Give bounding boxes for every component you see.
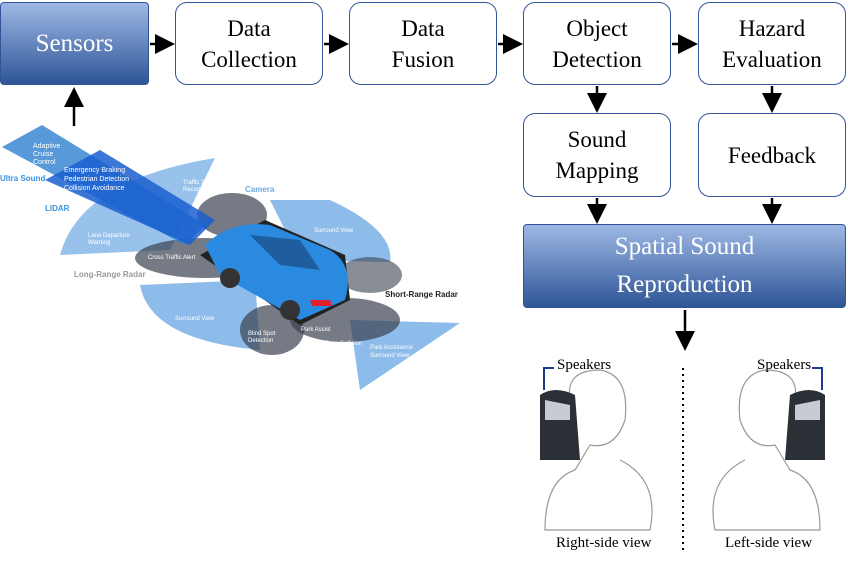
surround-view-left-label: Surround View: [175, 316, 215, 322]
ultra-sound-label: Ultra Sound: [0, 174, 46, 183]
surround-view-right-label: Surround View: [314, 228, 354, 234]
data-fusion-box: Data Fusion: [349, 2, 497, 85]
right-side-view-caption: Right-side view: [556, 535, 652, 551]
short-range-radar-label: Short-Range Radar: [385, 290, 458, 299]
traffic-sign-label: Traffic Sign Recognition: [183, 180, 215, 193]
camera-label: Camera: [245, 185, 275, 194]
spatial-sound-reproduction-box: Spatial Sound Reproduction: [523, 224, 846, 308]
blind-spot-label: Blind Spot Detection: [248, 331, 276, 344]
rear-collision-label: Rear Collision Warning: [325, 341, 363, 354]
adaptive-cruise-label: Adaptive Cruise Control: [33, 143, 61, 166]
speakers-right-label: Speakers: [557, 357, 612, 373]
long-range-radar-label: Long-Range Radar: [74, 270, 146, 279]
park-assistance-label: Park Assistance Surround View: [370, 345, 413, 359]
sensors-box: Sensors: [0, 2, 149, 85]
hazard-evaluation-box: Hazard Evaluation: [698, 2, 846, 85]
lidar-label: LIDAR: [45, 204, 70, 213]
lane-departure-label: Lane Departure Warning: [88, 233, 130, 246]
emergency-label: Emergency Braking Pedestrian Detection C…: [64, 167, 129, 192]
park-assist-label: Park Assist: [301, 327, 331, 333]
left-side-view-caption: Left-side view: [725, 535, 813, 551]
feedback-box: Feedback: [698, 113, 846, 197]
object-detection-box: Object Detection: [523, 2, 671, 85]
speakers-left-label: Speakers: [757, 357, 812, 373]
data-collection-box: Data Collection: [175, 2, 323, 85]
sound-mapping-box: Sound Mapping: [523, 113, 671, 197]
cross-traffic-label: Cross Traffic Alert: [148, 255, 196, 261]
